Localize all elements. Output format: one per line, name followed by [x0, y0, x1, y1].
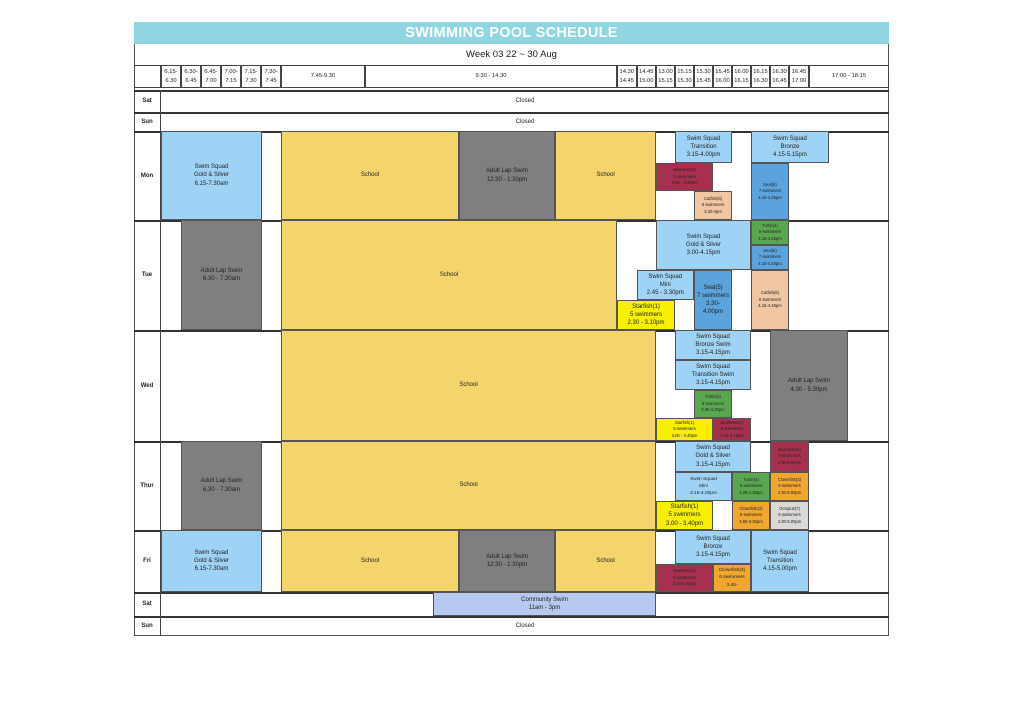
time-header: 7.15-7.30: [241, 65, 261, 88]
time-header: 7.45-9.30: [281, 65, 365, 88]
session-school[interactable]: School: [281, 530, 459, 592]
row-sun: [134, 112, 889, 131]
day-label: Wed: [134, 330, 161, 441]
session-school[interactable]: School: [281, 441, 656, 530]
day-label: Sat: [134, 592, 161, 616]
day-label: Sat: [134, 90, 161, 112]
day-label: Thur: [134, 441, 161, 530]
header-corner: [134, 65, 161, 88]
session-school[interactable]: School: [555, 131, 656, 220]
week-label: Week 03 22 ~ 30 Aug: [466, 49, 557, 60]
time-header: 6.30-6.45: [181, 65, 201, 88]
time-header: 7.30-7.45: [261, 65, 281, 88]
page-title: SWIMMING POOL SCHEDULE: [134, 22, 889, 44]
schedule-sheet: [134, 22, 889, 636]
time-header: 6.15-6.30: [161, 65, 181, 88]
row-sat: [134, 90, 889, 112]
day-label: Fri: [134, 530, 161, 592]
session-school[interactable]: School: [281, 220, 617, 330]
session-school[interactable]: School: [555, 530, 656, 592]
session-school[interactable]: School: [281, 330, 656, 441]
time-header: 9.30 - 14.30: [365, 65, 617, 88]
day-label: Sun: [134, 112, 161, 131]
time-header: 7.00-7.15: [221, 65, 241, 88]
day-label: Sun: [134, 616, 161, 636]
row-sun2: [134, 616, 889, 636]
closed-label: Closed: [515, 118, 535, 125]
day-label: Tue: [134, 220, 161, 330]
time-header: 17:00 - 18:15: [809, 65, 889, 88]
session-school[interactable]: School: [281, 131, 459, 220]
closed-label: Closed: [515, 98, 535, 104]
closed-label: Closed: [515, 623, 535, 629]
day-label: Mon: [134, 131, 161, 220]
time-header: 6.45-7.00: [201, 65, 221, 88]
